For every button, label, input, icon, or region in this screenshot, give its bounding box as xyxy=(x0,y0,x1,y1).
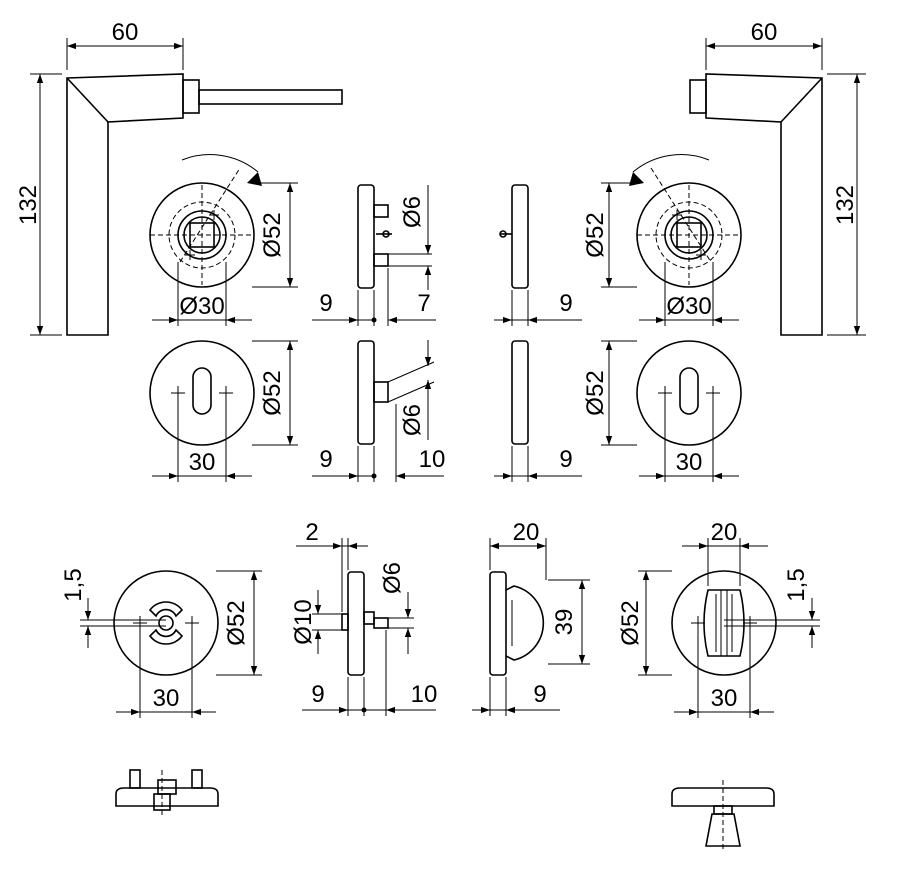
wc-rose-right-slot-label: 1,5 xyxy=(783,568,810,601)
lever-right: 60 132 xyxy=(689,19,866,336)
rose-right-front: Ø52 Ø30 xyxy=(582,154,742,326)
rose-side-left-depth-label: 7 xyxy=(417,290,430,317)
wc-side-pin-label: Ø6 xyxy=(379,562,406,594)
lever-right-width-label: 60 xyxy=(751,19,778,46)
escutcheon-right-spacing-label: 30 xyxy=(676,449,703,476)
escutcheon-side-right-thickness-label: 9 xyxy=(559,446,572,473)
escutcheon-side-right: 9 xyxy=(494,340,582,482)
rose-side-left-thickness-label: 9 xyxy=(319,290,332,317)
wc-rose-left-diameter-label: Ø52 xyxy=(223,600,250,645)
wc-side-view: 2 Ø6 Ø10 9 10 xyxy=(290,519,437,716)
wc-rose-right-front: 20 1,5 Ø52 30 xyxy=(617,519,820,718)
escutcheon-left-spacing-label: 30 xyxy=(189,449,216,476)
wc-turn-side-height-label: 39 xyxy=(551,609,578,636)
escutcheon-right-diameter-label: Ø52 xyxy=(582,370,609,415)
escutcheon-left-diameter-label: Ø52 xyxy=(259,370,286,415)
wc-rose-left-slot-label: 1,5 xyxy=(60,568,87,601)
lever-left-width-label: 60 xyxy=(112,19,139,46)
wc-turn-side-width-label: 20 xyxy=(513,519,540,546)
wc-turn-side-thickness-label: 9 xyxy=(533,681,546,708)
wc-rose-left-front: 1,5 Ø52 30 xyxy=(60,568,262,718)
rose-side-right: 9 xyxy=(494,184,582,326)
escutcheon-side-left-depth-label: 10 xyxy=(419,446,446,473)
rose-right-diameter-label: Ø52 xyxy=(582,212,609,257)
wc-turn-side-view: 20 39 9 xyxy=(472,519,590,716)
wc-rose-right-width-label: 20 xyxy=(711,519,738,546)
rose-left-front: Ø52 Ø30 xyxy=(149,154,298,326)
escutcheon-side-left-thickness-label: 9 xyxy=(319,446,332,473)
rose-side-right-thickness-label: 9 xyxy=(559,290,572,317)
wc-side-hub-label: Ø10 xyxy=(290,599,317,644)
rose-left-diameter-label: Ø52 xyxy=(259,212,286,257)
wc-rose-right-diameter-label: Ø52 xyxy=(617,600,644,645)
wc-section-right xyxy=(671,780,775,852)
wc-side-offset-label: 2 xyxy=(305,519,318,546)
lever-left: 60 132 xyxy=(15,19,343,336)
escutcheon-right-front: Ø52 30 xyxy=(582,340,742,482)
lever-left-height-label: 132 xyxy=(15,185,42,225)
escutcheon-left-front: Ø52 30 xyxy=(149,340,298,482)
wc-side-depth-label: 10 xyxy=(411,681,438,708)
rose-side-left-pin-label: Ø6 xyxy=(399,196,426,228)
wc-side-thickness-label: 9 xyxy=(311,681,324,708)
wc-rose-right-spacing-label: 30 xyxy=(711,685,738,712)
wc-rose-left-spacing-label: 30 xyxy=(153,685,180,712)
rose-right-inner-label: Ø30 xyxy=(666,293,711,320)
rose-left-inner-label: Ø30 xyxy=(179,293,224,320)
escutcheon-side-left-pin-label: Ø6 xyxy=(399,404,426,436)
rose-side-left: Ø6 9 7 xyxy=(312,184,436,326)
escutcheon-side-left: Ø6 9 10 xyxy=(312,340,445,482)
lever-right-height-label: 132 xyxy=(832,185,859,225)
wc-section-left xyxy=(115,769,219,816)
